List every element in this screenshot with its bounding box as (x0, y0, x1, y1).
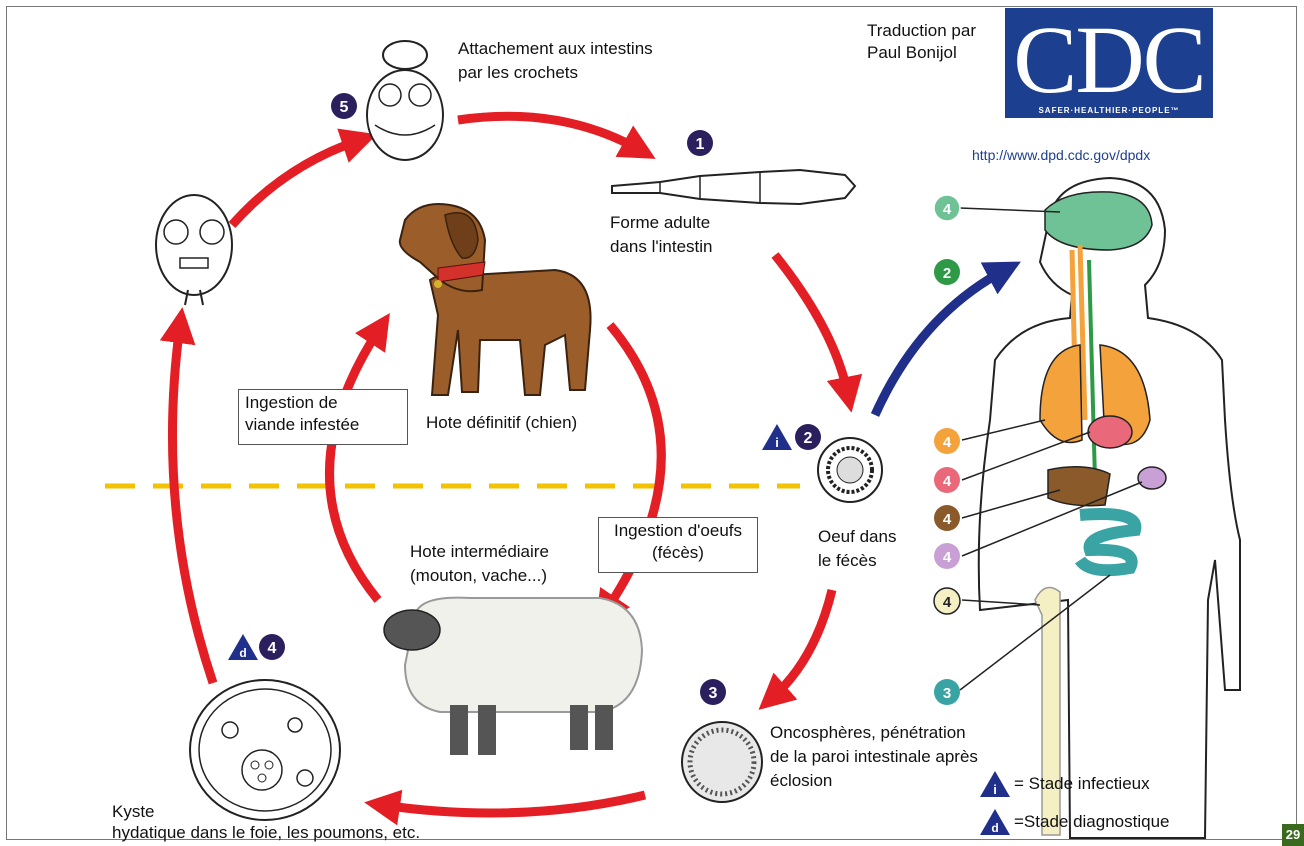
arrow-egg-to-oncosphere (758, 588, 837, 710)
attachment-label-1: Attachement aux intestins (458, 39, 653, 58)
svg-text:2: 2 (943, 265, 951, 282)
diagram-frame (6, 6, 1297, 840)
svg-text:i: i (775, 435, 779, 450)
hydatid-cyst-illustration (189, 679, 341, 821)
badge-diagnostic-cyst: d 4 (228, 634, 285, 660)
meat-ingestion-line-2: viande infestée (245, 415, 360, 434)
cdc-logo: CDC SAFER·HEALTHIER·PEOPLE™ (1005, 8, 1213, 118)
badge-brain: 4 (933, 194, 961, 222)
adult-label-1: Forme adulte (610, 213, 711, 232)
arrow-protoscolex-to-attach (228, 128, 378, 228)
svg-text:i: i (993, 782, 997, 797)
svg-text:4: 4 (943, 549, 952, 566)
svg-text:3: 3 (943, 685, 951, 702)
human-silhouette (977, 176, 1241, 839)
arrow-adult-to-egg (771, 252, 863, 413)
intermediate-host-label-2: (mouton, vache...) (410, 566, 548, 585)
oncosphere-label-2: de la paroi intestinale après (770, 747, 978, 766)
cdc-tagline: SAFER·HEALTHIER·PEOPLE™ (1038, 106, 1180, 115)
legend-diagnostic-symbol: d (980, 809, 1010, 835)
svg-text:4: 4 (268, 640, 277, 657)
egg-ingestion-line-2: (fécès) (652, 543, 704, 562)
intermediate-host-label-1: Hote intermédiaire (410, 542, 549, 561)
svg-text:3: 3 (709, 685, 718, 702)
organ-leader-lines (959, 207, 1143, 691)
arrow-attach-to-adult (457, 111, 656, 159)
adult-label-2: dans l'intestin (610, 237, 713, 256)
svg-text:5: 5 (340, 99, 349, 116)
definitive-host-label: Hote définitif (chien) (426, 413, 578, 432)
oncosphere-label-3: éclosion (770, 771, 833, 790)
cyst-label-1: Kyste (112, 802, 155, 821)
badge-heart: 4 (934, 467, 960, 493)
arrow-egg-to-human (870, 261, 1021, 417)
svg-text:1: 1 (696, 136, 705, 153)
egg-label-1: Oeuf dans (818, 527, 897, 546)
arrow-oncosphere-to-cyst (364, 789, 647, 826)
adult-worm-illustration (611, 168, 857, 206)
badge-stage-1: 1 (687, 130, 713, 156)
svg-text:d: d (991, 821, 998, 835)
svg-text:4: 4 (943, 434, 952, 451)
scolex-illustration (366, 40, 444, 161)
credit-line-1: Traduction par (867, 21, 976, 40)
legend-infective-symbol: i (980, 771, 1010, 797)
svg-text:4: 4 (943, 473, 952, 490)
dog-illustration (398, 203, 592, 396)
badge-bone: 4 (933, 587, 961, 615)
egg-label-2: le fécès (818, 551, 877, 570)
attachment-label-2: par les crochets (458, 63, 578, 82)
legend-diagnostic-label: =Stade diagnostique (1014, 812, 1170, 831)
svg-text:4: 4 (943, 511, 952, 528)
page-number: 29 (1282, 824, 1304, 846)
badge-stage-3: 3 (700, 679, 726, 705)
badge-intestine: 3 (934, 679, 960, 705)
oncosphere-label-1: Oncosphères, pénétration (770, 723, 966, 742)
badge-liver: 4 (934, 505, 960, 531)
legend-infective-label: = Stade infectieux (1014, 774, 1150, 793)
protoscolex-illustration (155, 194, 233, 306)
badge-ingestion: 2 (934, 259, 960, 285)
oncosphere-illustration (681, 721, 763, 803)
credit-line-2: Paul Bonijol (867, 43, 957, 62)
svg-text:d: d (239, 646, 246, 660)
egg-ingestion-line-1: Ingestion d'oeufs (613, 521, 742, 540)
dpdx-url[interactable]: http://www.dpd.cdc.gov/dpdx (972, 147, 1151, 163)
cdc-logo-text: CDC (1013, 8, 1206, 113)
cyst-label-2: hydatique dans le foie, les poumons, etc… (112, 823, 421, 842)
badge-lungs: 4 (934, 428, 960, 454)
badge-infective-egg: i 2 (762, 424, 821, 450)
meat-ingestion-box: Ingestion de viande infestée (238, 389, 408, 445)
badge-stage-5: 5 (331, 93, 357, 119)
egg-illustration (817, 437, 883, 503)
svg-text:2: 2 (804, 430, 813, 447)
sheep-illustration (383, 596, 644, 755)
egg-ingestion-box: Ingestion d'oeufs (fécès) (598, 517, 758, 573)
meat-ingestion-line-1: Ingestion de (245, 393, 338, 412)
arrow-sheep-to-dog (325, 312, 390, 603)
badge-spleen: 4 (934, 543, 960, 569)
arrow-cyst-to-protoscolex (159, 307, 218, 685)
svg-text:4: 4 (943, 201, 952, 218)
svg-text:4: 4 (943, 594, 952, 611)
